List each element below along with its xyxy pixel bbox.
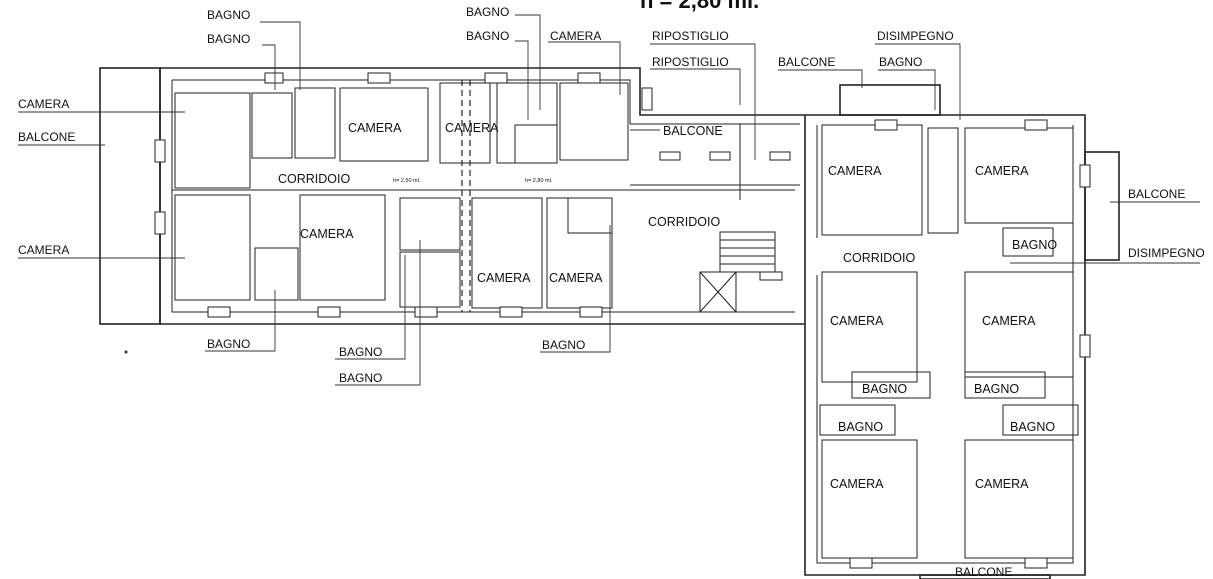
- callout-bottom-bagno-4: BAGNO: [542, 338, 585, 352]
- room-bagno-r2: BAGNO: [862, 382, 907, 396]
- callout-left-balcone: BALCONE: [18, 130, 75, 144]
- room-camera-right-4: CAMERA: [982, 314, 1036, 328]
- callout-top-bagno-5: BAGNO: [879, 55, 922, 69]
- room-camera-left-mid: CAMERA: [300, 227, 354, 241]
- room-corridoio-3: CORRIDOIO: [843, 251, 916, 265]
- room-height-2: h= 2,80 ml.: [525, 178, 553, 184]
- callout-bottom-bagno-3: BAGNO: [339, 371, 382, 385]
- room-bagno-r5: BAGNO: [1010, 420, 1055, 434]
- room-camera-right-6: CAMERA: [975, 477, 1029, 491]
- callout-top-ripostiglio-2: RIPOSTIGLIO: [652, 55, 729, 69]
- room-corridoio-1: CORRIDOIO: [278, 172, 351, 186]
- windows: [154, 72, 1091, 569]
- callout-top-bagno-3: BAGNO: [466, 5, 509, 19]
- leader-lines: [18, 14, 1200, 579]
- callout-top-bagno-4: BAGNO: [466, 29, 509, 43]
- dot-mark: [124, 350, 128, 354]
- callout-right-balcone: BALCONE: [1128, 187, 1185, 201]
- room-camera-right-2: CAMERA: [975, 164, 1029, 178]
- callout-top-camera: CAMERA: [550, 29, 601, 43]
- callout-left-camera-2: CAMERA: [18, 243, 69, 257]
- room-bagno-r4: BAGNO: [838, 420, 883, 434]
- room-labels: CAMERA CAMERA CAMERA CORRIDOIO h= 2,50 m…: [278, 121, 1057, 491]
- callout-top-disimpegno: DISIMPEGNO: [877, 29, 954, 43]
- callout-top-balcone: BALCONE: [778, 55, 835, 69]
- interior-walls: [172, 80, 1079, 559]
- callout-left-camera-1: CAMERA: [18, 97, 69, 111]
- room-bagno-r1: BAGNO: [1012, 238, 1057, 252]
- room-camera-left-top: CAMERA: [348, 121, 402, 135]
- room-bagno-r3: BAGNO: [974, 382, 1019, 396]
- room-height-1: h= 2,50 ml.: [393, 178, 421, 184]
- callout-bottom-bagno-2: BAGNO: [339, 345, 382, 359]
- room-camera-lower-a: CAMERA: [477, 271, 531, 285]
- callout-bottom-balcone: BALCONE: [955, 565, 1012, 579]
- callout-top-bagno-1: BAGNO: [207, 8, 250, 22]
- room-camera-center-a: CAMERA: [445, 121, 499, 135]
- room-camera-right-3: CAMERA: [830, 314, 884, 328]
- room-corridoio-2: CORRIDOIO: [648, 215, 721, 229]
- room-camera-right-5: CAMERA: [830, 477, 884, 491]
- callout-top-bagno-2: BAGNO: [207, 32, 250, 46]
- room-camera-right-1: CAMERA: [828, 164, 882, 178]
- outer-walls: [99, 67, 1120, 579]
- room-balcone-mid: BALCONE: [663, 124, 723, 138]
- callout-top-ripostiglio-1: RIPOSTIGLIO: [652, 29, 729, 43]
- callout-right-disimpegno: DISIMPEGNO: [1128, 246, 1205, 260]
- callout-labels: BAGNO BAGNO BAGNO BAGNO CAMERA RIPOSTIGL…: [18, 5, 1205, 579]
- room-camera-lower-b: CAMERA: [549, 271, 603, 285]
- callout-bottom-bagno-1: BAGNO: [207, 337, 250, 351]
- header-partial: h = 2,80 ml.: [640, 0, 759, 13]
